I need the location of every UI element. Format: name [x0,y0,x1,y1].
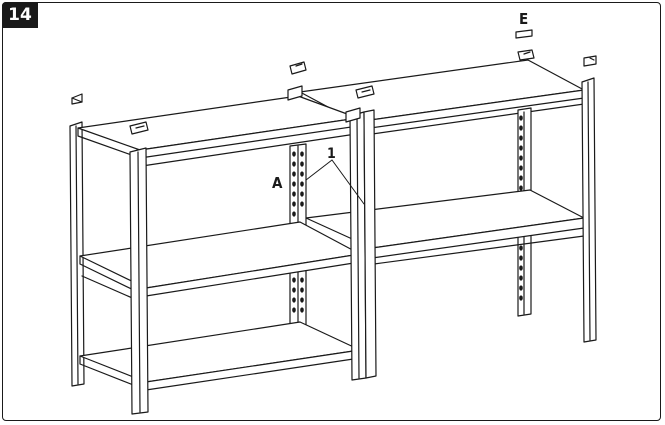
corner-cap-center-joint [355,85,375,99]
center-post-right [363,109,377,379]
callout-line-1b [331,159,365,205]
label-a: A [272,174,283,192]
label-e: E [519,10,528,28]
joint-brackets [287,85,361,123]
callout-line-1a [305,159,333,181]
corner-caps [71,29,597,135]
callout-number-1: 1 [327,146,336,162]
corner-cap-right-front [583,55,597,67]
corner-cap-center-top [289,61,307,75]
figure-frame [2,2,661,421]
callout-lines [305,159,365,205]
right-shelf-unit [299,59,597,343]
corner-cap-left-top [129,121,149,135]
step-number-badge: 14 [2,2,38,28]
plate-e [515,29,533,39]
corner-cap-right-top [517,49,535,61]
left-shelf-unit [69,95,377,415]
